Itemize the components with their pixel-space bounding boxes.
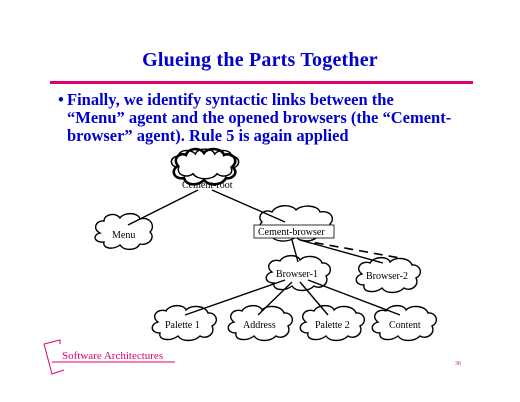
- node-browser-2: Browser-2: [355, 256, 422, 294]
- node-content: Content: [371, 304, 438, 342]
- label-content: Content: [389, 320, 421, 331]
- content-cloud: [371, 304, 438, 342]
- edge-cb-browser2: [299, 239, 384, 264]
- label-browser-1: Browser-1: [276, 269, 318, 280]
- title-divider: [50, 81, 473, 84]
- label-menu: Menu: [112, 230, 135, 241]
- footer-label: Software Architectures: [62, 350, 164, 362]
- edge-root-menu: [127, 189, 199, 226]
- edge-cb-browser1: [291, 239, 299, 263]
- cement-root-cloud-bold: [172, 147, 237, 186]
- address-cloud: [227, 304, 294, 342]
- menu-cloud: [94, 212, 154, 251]
- link-dashed: [299, 239, 401, 259]
- edge-b1-palette1: [184, 279, 286, 316]
- node-palette-2: Palette 2: [299, 304, 366, 342]
- node-cement-browser: Cement-browser: [253, 205, 335, 242]
- palette-1-cloud: [151, 304, 218, 342]
- label-palette-1: Palette 1: [165, 320, 200, 331]
- slide-title: Glueing the Parts Together: [142, 49, 378, 71]
- cement-browser-cloud: [258, 205, 334, 242]
- bullet-line-3: browser” agent). Rule 5 is again applied: [67, 126, 349, 145]
- bullet-marker: •: [58, 90, 64, 109]
- footer-bracket: [43, 339, 175, 375]
- label-browser-2: Browser-2: [366, 271, 408, 282]
- node-address: Address: [227, 304, 294, 342]
- browser-1-cloud: [265, 254, 332, 292]
- edge-b1-address: [257, 281, 293, 316]
- node-menu: Menu: [94, 212, 154, 251]
- label-cement-browser: Cement-browser: [258, 227, 325, 238]
- page-number: 36: [455, 361, 461, 367]
- node-cement-root: Cement-root: [170, 147, 240, 191]
- label-cement-root: Cement-root: [182, 180, 233, 191]
- bullet-line-2: “Menu” agent and the opened browsers (th…: [67, 108, 452, 127]
- node-browser-1: Browser-1: [265, 254, 332, 292]
- label-palette-2: Palette 2: [315, 320, 350, 331]
- browser-2-cloud: [355, 256, 422, 294]
- cement-browser-label-box: [253, 224, 335, 239]
- palette-2-cloud: [299, 304, 366, 342]
- bullet-line-1: Finally, we identify syntactic links bet…: [67, 90, 394, 109]
- tree-edges: [127, 189, 401, 316]
- node-palette-1: Palette 1: [151, 304, 218, 342]
- edge-b1-palette2: [299, 281, 329, 316]
- label-address: Address: [243, 320, 276, 331]
- edge-root-cementbrowser: [211, 189, 286, 223]
